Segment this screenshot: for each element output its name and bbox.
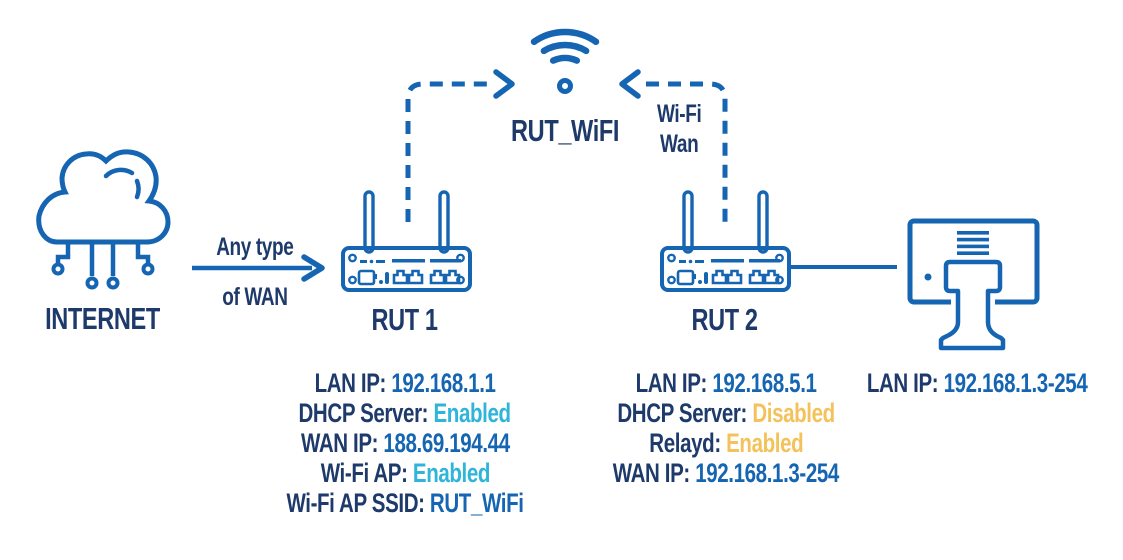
computer-info-block: LAN IP: 192.168.1.3-254 [817,368,1123,398]
rut2-info-dhcp: DHCP Server: Disabled [617,398,835,428]
rut1-info-wifi-ap: Wi-Fi AP: Enabled [320,458,490,488]
rut2-label: RUT 2 [691,302,759,337]
rut2-info-lan-ip: LAN IP: 192.168.5.1 [635,368,817,398]
rut1-info-wan-ip: WAN IP: 188.69.194.44 [300,428,510,458]
wifi-ssid-label: RUT_WiFI [510,113,619,148]
rut2-info-block: LAN IP: 192.168.5.1 DHCP Server: Disable… [566,368,886,488]
wifi-wan-caption-line1: Wi-Fi [656,100,702,128]
wifi-icon [530,28,600,94]
rut2-router-icon [662,192,789,290]
rut1-info-ssid: Wi-Fi AP SSID: RUT_WiFi [286,488,524,518]
rut2-info-wan-ip: WAN IP: 192.168.1.3-254 [612,458,840,488]
rut1-info-block: LAN IP: 192.168.1.1 DHCP Server: Enabled… [245,368,565,518]
internet-label: INTERNET [44,301,160,336]
rut2-info-relayd: Relayd: Enabled [649,428,803,458]
wan-arrow-caption-line1: Any type [216,233,294,261]
internet-cloud-icon [36,149,171,290]
wan-arrow [192,254,325,282]
wifi-wan-caption-line2: Wan [659,130,699,158]
computer-info-lan-ip: LAN IP: 192.168.1.3-254 [866,368,1088,398]
computer-icon [907,218,1040,355]
rut1-router-icon [343,192,470,290]
wifi-link-rut2 [619,69,728,228]
rut1-label: RUT 1 [371,302,439,337]
wan-arrow-caption-line2: of WAN [222,283,288,311]
rut1-info-dhcp: DHCP Server: Enabled [298,398,512,428]
rut1-info-lan-ip: LAN IP: 192.168.1.1 [314,368,496,398]
wifi-link-rut1 [405,69,515,222]
